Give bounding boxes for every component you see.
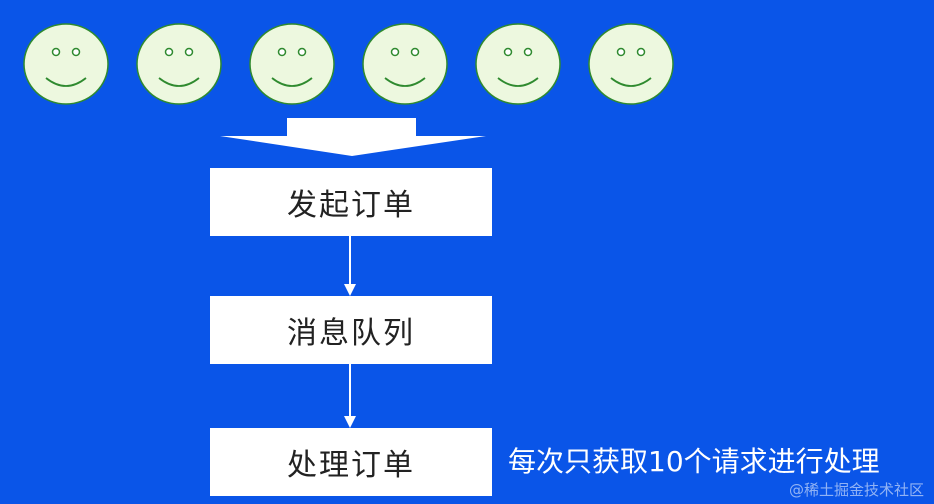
step-create-order-label: 发起订单 <box>287 188 415 223</box>
eye <box>71 47 81 57</box>
smile <box>158 77 200 87</box>
eye <box>164 47 174 57</box>
arrow-queue-to-process <box>344 364 356 428</box>
step-message-queue: 消息队列 <box>210 296 492 364</box>
eye <box>390 47 400 57</box>
step-process-order-label: 处理订单 <box>287 448 415 483</box>
smiley-face-2 <box>136 23 222 105</box>
eye <box>277 47 287 57</box>
step-process-order: 处理订单 <box>210 428 492 496</box>
eye <box>184 47 194 57</box>
smiley-face-1 <box>23 23 109 105</box>
smile <box>45 77 87 87</box>
eye <box>503 47 513 57</box>
step-create-order: 发起订单 <box>210 168 492 236</box>
arrow-create-to-queue <box>344 236 356 296</box>
rate-limit-note: 每次只获取10个请求进行处理 <box>508 445 880 478</box>
watermark: @稀土掘金技术社区 <box>788 481 924 499</box>
smiley-face-5 <box>475 23 561 105</box>
eye <box>297 47 307 57</box>
smile <box>271 77 313 87</box>
smiley-face-6 <box>588 23 674 105</box>
eye <box>523 47 533 57</box>
smile <box>384 77 426 87</box>
smile <box>497 77 539 87</box>
eye <box>636 47 646 57</box>
smile <box>610 77 652 87</box>
eye <box>616 47 626 57</box>
eye <box>410 47 420 57</box>
smiley-face-3 <box>249 23 335 105</box>
smiley-face-4 <box>362 23 448 105</box>
users-row <box>23 23 674 105</box>
step-message-queue-label: 消息队列 <box>287 316 415 351</box>
eye <box>51 47 61 57</box>
